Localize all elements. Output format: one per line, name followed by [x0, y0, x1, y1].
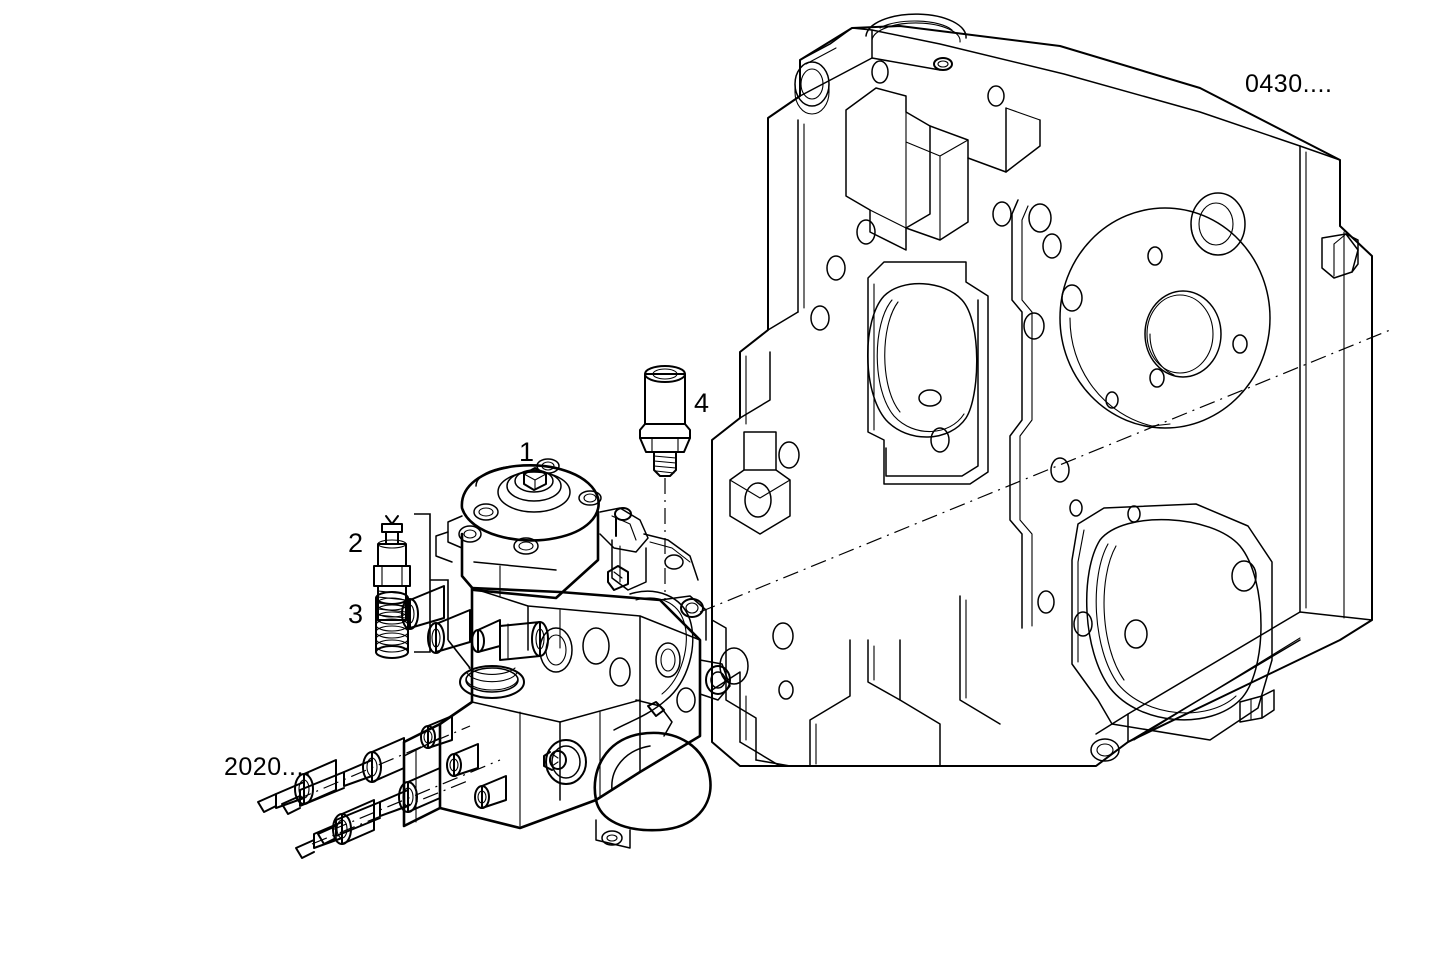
callout-label-2: 2 — [348, 528, 364, 558]
valve-spring-part — [375, 591, 409, 659]
pump-block-fittings — [420, 715, 507, 809]
fuel-injection-pump-part — [257, 458, 731, 859]
callout-label-4: 4 — [694, 388, 710, 418]
reference-label-0430: 0430.... — [1245, 70, 1333, 98]
callout-label-1: 1 — [519, 437, 535, 467]
callout-label-3: 3 — [348, 599, 364, 629]
reference-label-2020: 2020.... — [224, 753, 312, 781]
timing-gear-housing — [699, 13, 1391, 767]
sensor-switch-part — [639, 365, 691, 600]
injector-line-fittings — [257, 725, 501, 859]
pump-upper-fittings — [401, 585, 501, 654]
